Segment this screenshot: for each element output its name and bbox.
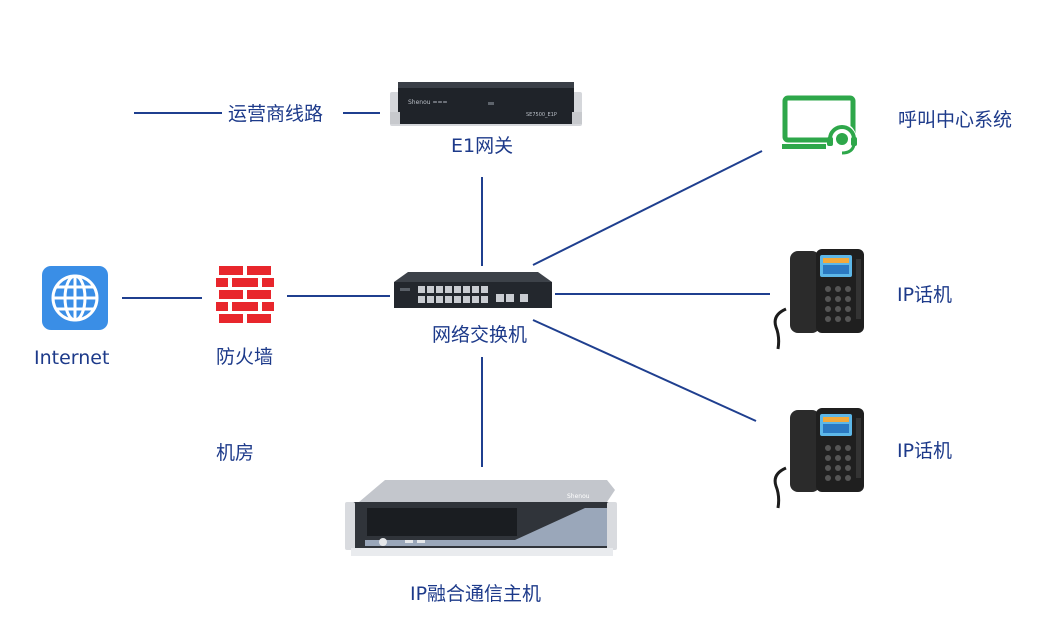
label-machine-room: 机房 <box>216 442 255 464</box>
label-internet: Internet <box>34 347 110 369</box>
label-ip-host: IP融合通信主机 <box>410 583 542 605</box>
gateway-brand-text: Shenou === <box>408 99 448 106</box>
line-switch-phone2 <box>532 319 757 422</box>
network-switch-device <box>394 272 552 308</box>
label-carrier-line: 运营商线路 <box>228 103 324 125</box>
label-ip-phone-1: IP话机 <box>897 284 953 306</box>
desk-phone-icon <box>773 249 864 350</box>
label-e1-gateway: E1网关 <box>451 135 514 157</box>
label-call-center: 呼叫中心系统 <box>898 109 1013 131</box>
globe-icon <box>42 266 108 330</box>
server-device: Shenou <box>345 480 617 556</box>
e1-gateway-device: Shenou === SE7500_E1P <box>390 82 582 126</box>
gateway-model-text: SE7500_E1P <box>526 112 557 118</box>
server-brand-text: Shenou <box>567 493 590 500</box>
label-firewall: 防火墙 <box>216 346 274 368</box>
brick-wall-icon <box>216 266 274 323</box>
label-ip-phone-2: IP话机 <box>897 440 953 462</box>
label-network-switch: 网络交换机 <box>432 324 528 346</box>
desk-phone-icon <box>773 408 864 509</box>
monitor-headset-icon <box>782 95 857 155</box>
line-switch-callcenter <box>532 150 763 266</box>
